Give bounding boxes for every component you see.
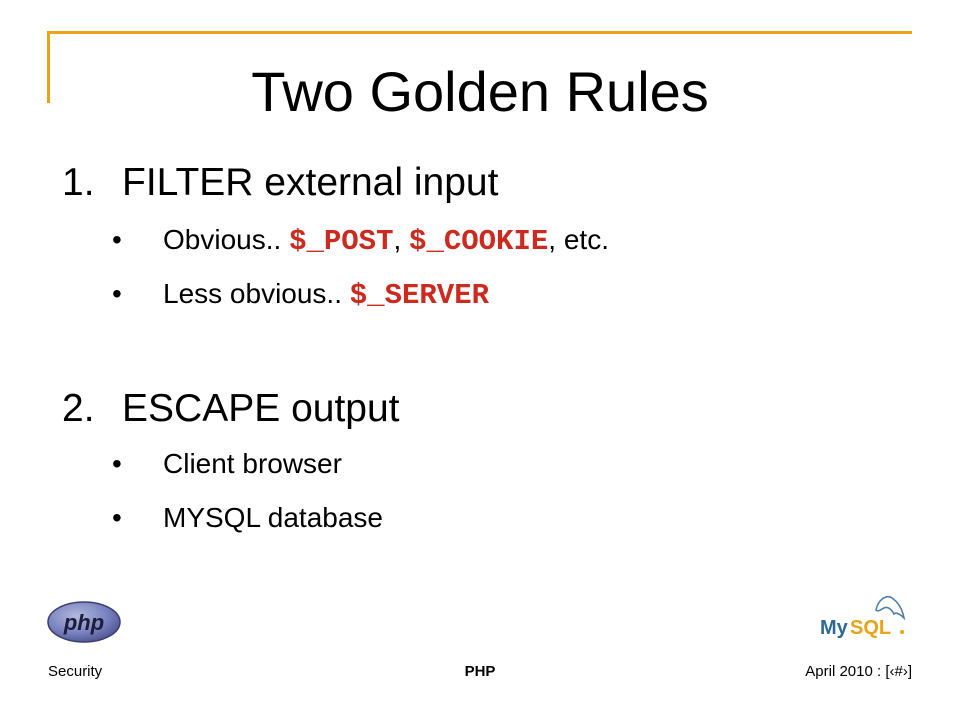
item-number: 1.: [62, 161, 95, 204]
php-logo-text: php: [63, 610, 104, 635]
bullet-text: Client browser: [163, 448, 342, 479]
bullet-text: Obvious.. $_POST, $_COOKIE, etc.: [163, 222, 609, 260]
mysql-logo-dot: [900, 630, 904, 634]
mysql-logo-text-sql: SQL: [850, 617, 891, 639]
footer-left: Security: [48, 663, 103, 680]
item-label: ESCAPE output: [122, 387, 400, 430]
bullet-dot: •: [112, 448, 122, 479]
footer-center: PHP: [464, 663, 496, 680]
bullet-suffix: , etc.: [548, 224, 609, 255]
bullet-prefix: Obvious..: [163, 224, 290, 255]
item-number: 2.: [62, 387, 95, 430]
bullet-sep: ,: [393, 224, 410, 255]
frame-left-rule: [47, 31, 50, 103]
bullet-prefix: Less obvious..: [163, 278, 350, 309]
list-item-escape: 2. ESCAPE output: [62, 386, 400, 432]
bullet-dot: •: [112, 224, 122, 255]
footer-right: April 2010 : [‹#›]: [805, 663, 912, 680]
mysql-logo: My SQL: [820, 595, 906, 639]
code-server: $_SERVER: [349, 279, 490, 312]
bullet-dot: •: [112, 502, 122, 533]
php-logo: php: [47, 601, 121, 643]
mysql-logo-text-my: My: [820, 617, 849, 639]
bullet-dot: •: [112, 278, 122, 309]
bullet-text: MYSQL database: [163, 502, 383, 533]
dolphin-icon: [875, 595, 906, 621]
code-cookie: $_COOKIE: [409, 225, 549, 258]
bullet-text: Less obvious.. $_SERVER: [163, 276, 489, 314]
list-item-filter: 1. FILTER external input: [62, 160, 498, 206]
frame-top-rule: [48, 31, 912, 34]
slide-title: Two Golden Rules: [251, 60, 709, 123]
item-label: FILTER external input: [122, 161, 499, 204]
code-post: $_POST: [289, 225, 394, 258]
